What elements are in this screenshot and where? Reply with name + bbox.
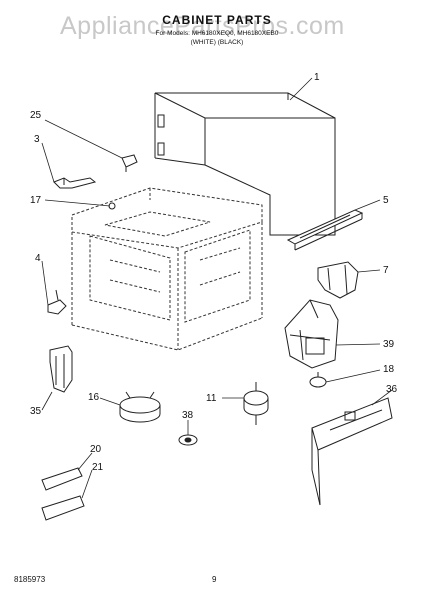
label-card-21-part — [41, 495, 85, 521]
callout-36: 36 — [386, 384, 398, 395]
document-number: 8185973 — [14, 575, 46, 584]
motor-housing-39-part — [284, 299, 339, 369]
callout-4: 4 — [35, 253, 41, 264]
callout-39: 39 — [383, 339, 395, 350]
switch-bracket-3-part — [53, 177, 97, 189]
diagram-title: CABINET PARTS — [162, 13, 272, 27]
lamp-18-part — [309, 372, 327, 388]
coupler-38-part — [178, 434, 198, 446]
label-card-20-part — [41, 467, 83, 491]
callout-11: 11 — [206, 393, 217, 404]
callout-3: 3 — [34, 134, 40, 145]
leader-lines — [41, 77, 393, 499]
callout-35: 35 — [30, 406, 42, 417]
mounting-plate-36-part — [311, 397, 393, 506]
bracket-25-part — [121, 154, 138, 172]
callout-17: 17 — [30, 195, 42, 206]
callout-21: 21 — [92, 462, 104, 473]
callout-16: 16 — [88, 392, 100, 403]
callout-20: 20 — [90, 444, 102, 455]
page-number: 9 — [212, 575, 217, 584]
latch-4-part — [47, 289, 67, 315]
callout-18: 18 — [383, 364, 395, 375]
callout-25: 25 — [30, 110, 42, 121]
watermark: AppliancePartsPros.com — [60, 12, 345, 40]
vent-strip-5-part — [286, 209, 364, 251]
callout-7: 7 — [383, 265, 389, 276]
callout-labels: 1 25 3 5 17 4 7 39 18 35 16 11 36 38 20 … — [30, 72, 398, 473]
motor-11-part — [243, 382, 269, 425]
model-line-2: (WHITE) (BLACK) — [190, 39, 244, 46]
callout-38: 38 — [182, 410, 194, 421]
callout-5: 5 — [383, 195, 389, 206]
turntable-support-16-part — [119, 391, 161, 423]
chassis-phantom-outline — [71, 187, 263, 351]
bracket-7-part — [317, 261, 359, 299]
cabinet-wrapper-part — [154, 92, 336, 236]
bracket-35-part — [49, 345, 73, 393]
model-line-1: For Models: MH6180XEQ0, MH6180XEB0 — [155, 30, 279, 37]
callout-1: 1 — [314, 72, 320, 83]
